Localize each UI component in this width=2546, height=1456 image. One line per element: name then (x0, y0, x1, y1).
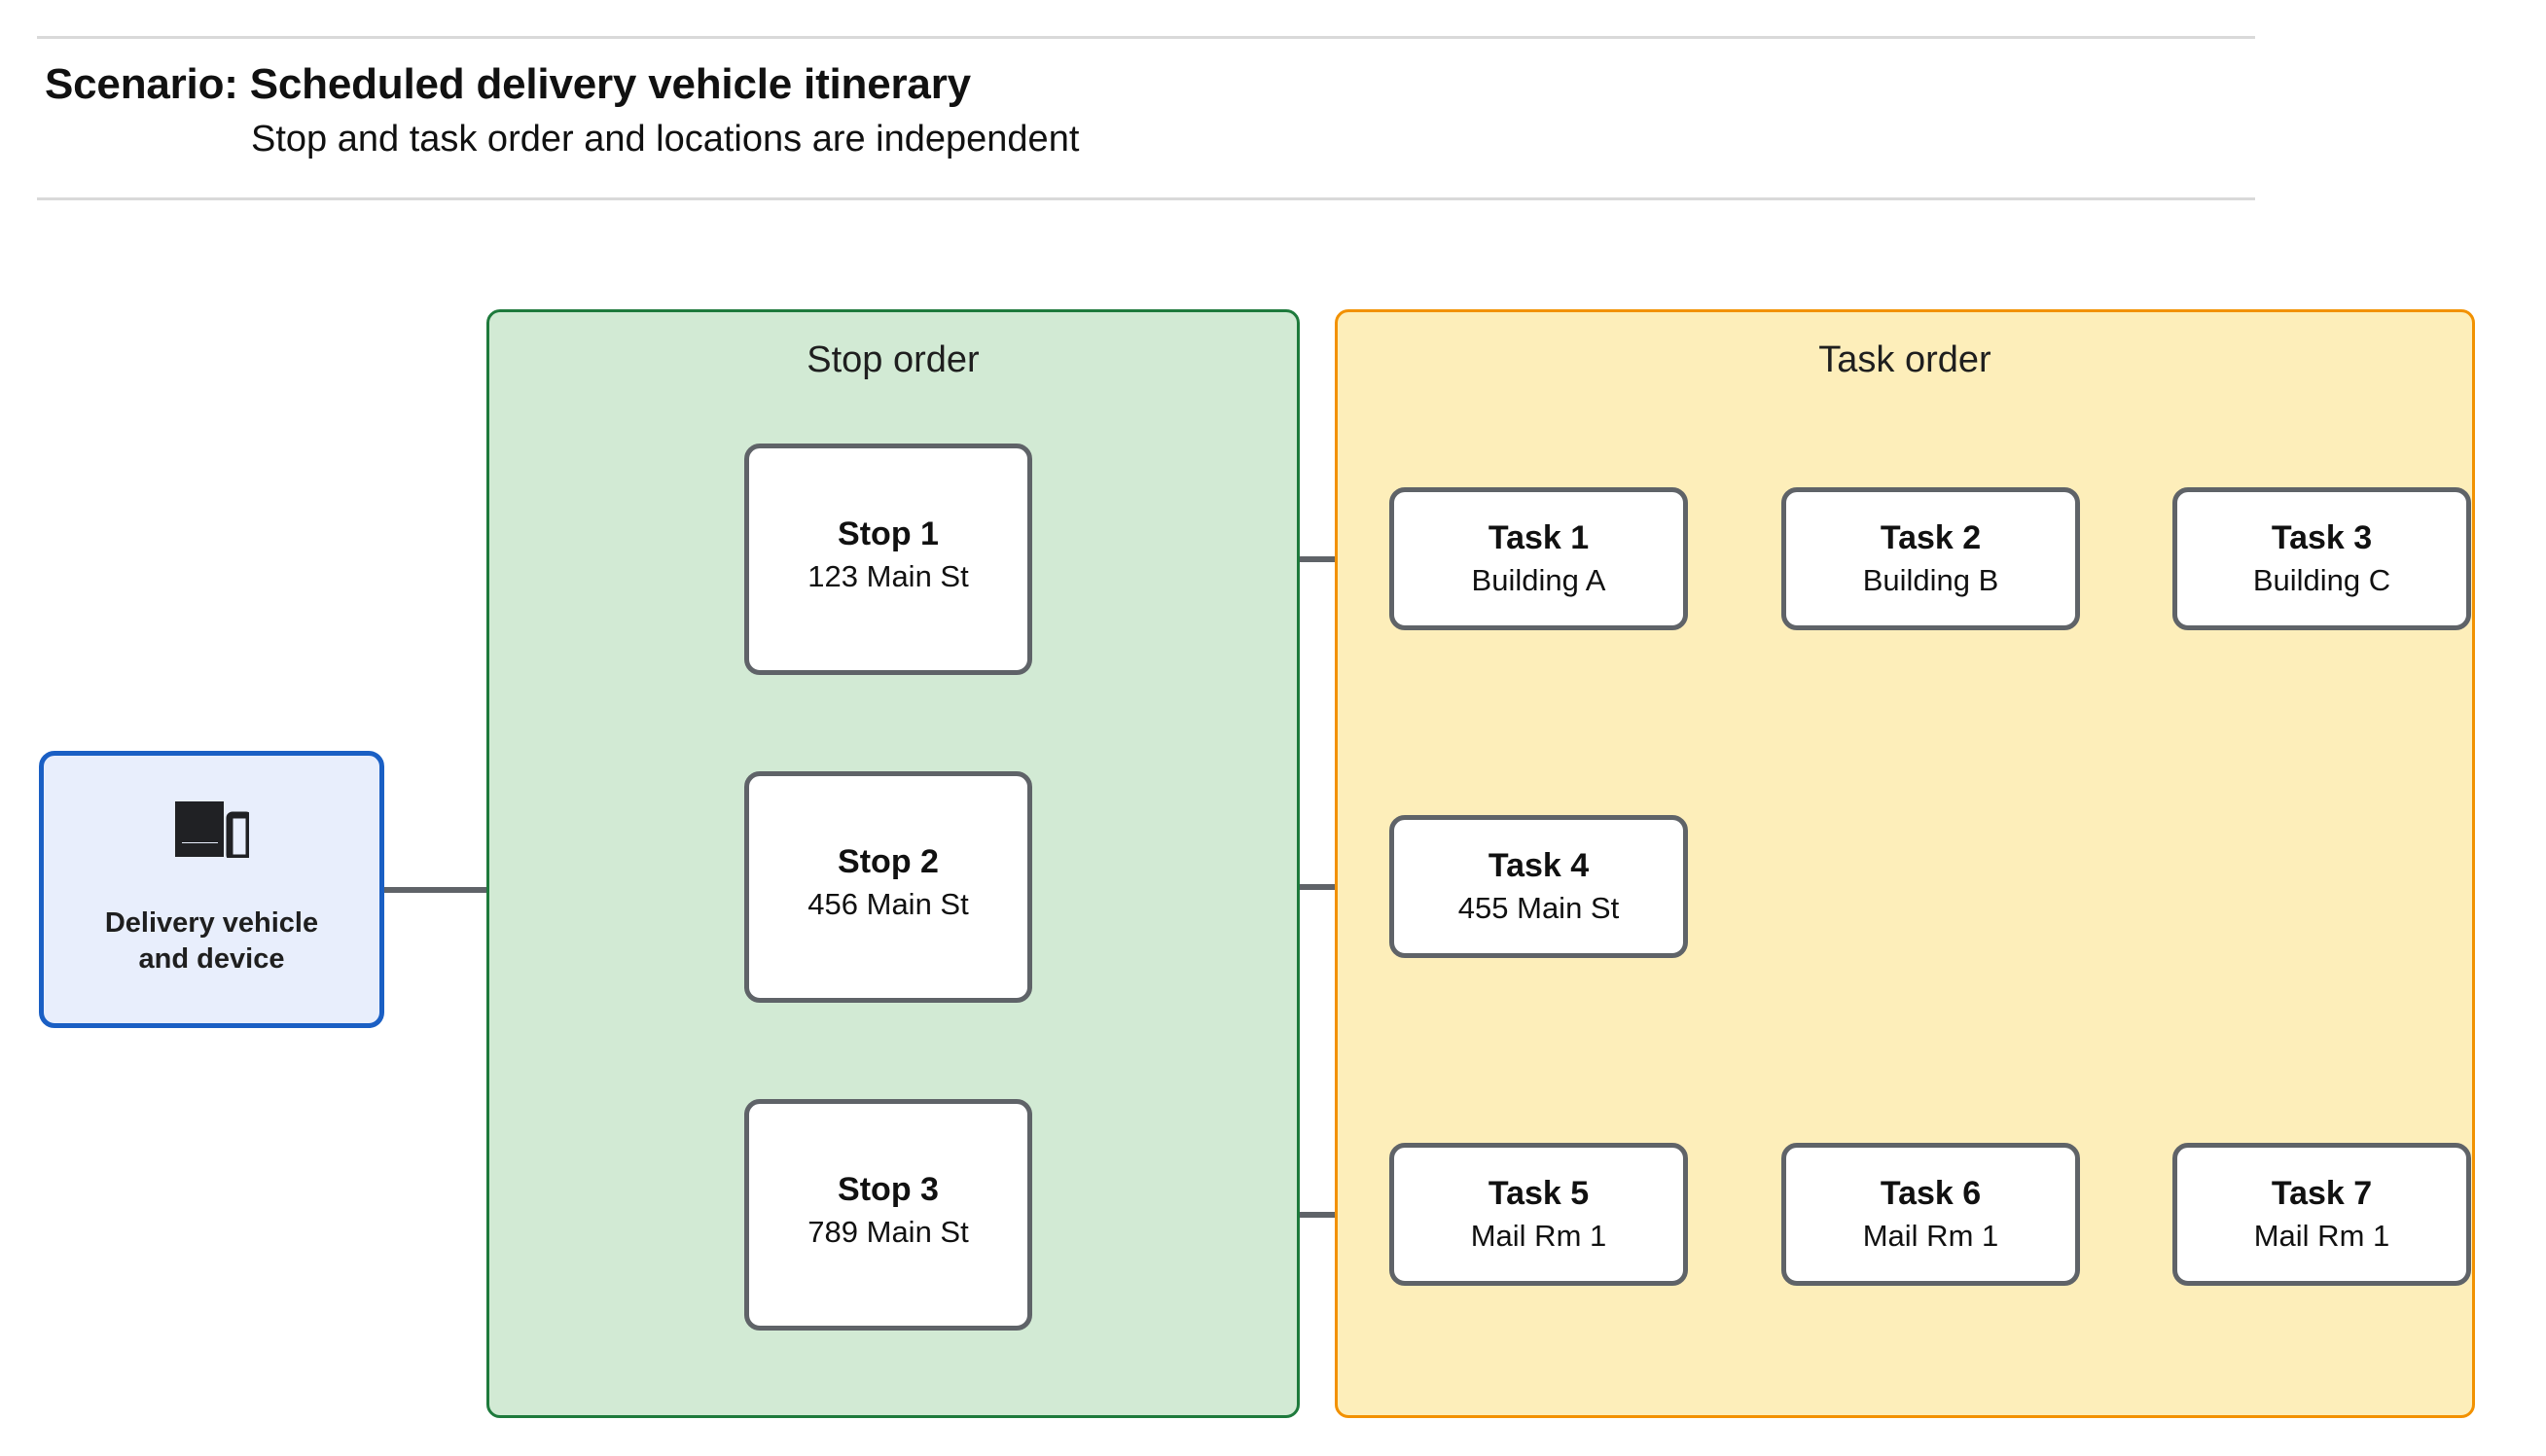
task-node-2-location: Building B (1862, 562, 1999, 597)
stop-node-2-title: Stop 2 (838, 843, 939, 881)
header-divider-top (37, 36, 2255, 39)
page-subtitle: Stop and task order and locations are in… (251, 119, 1080, 160)
task-node-7[interactable]: Task 7 Mail Rm 1 (2172, 1143, 2471, 1286)
stop-node-1-location: 123 Main St (807, 559, 969, 594)
task-node-4-title: Task 4 (1488, 846, 1590, 884)
stop-node-3[interactable]: Stop 3 789 Main St (744, 1099, 1032, 1331)
task-node-2-title: Task 2 (1880, 518, 1982, 556)
task-node-3-title: Task 3 (2271, 518, 2373, 556)
task-node-1-title: Task 1 (1488, 518, 1590, 556)
task-node-3[interactable]: Task 3 Building C (2172, 487, 2471, 630)
stop-order-panel-title: Stop order (807, 339, 980, 380)
device-label-line1: Delivery vehicle (104, 906, 319, 939)
stop-node-3-title: Stop 3 (838, 1171, 939, 1209)
device-label: Delivery vehicle and device (44, 906, 379, 977)
stop-node-2-location: 456 Main St (807, 887, 969, 922)
task-node-5-title: Task 5 (1488, 1174, 1590, 1212)
delivery-vehicle-and-device-node[interactable]: Delivery vehicle and device (39, 751, 384, 1028)
stop-node-1-title: Stop 1 (838, 515, 939, 553)
task-node-4[interactable]: Task 4 455 Main St (1389, 815, 1688, 958)
page-title: Scenario: Scheduled delivery vehicle iti… (45, 60, 971, 108)
task-node-6-location: Mail Rm 1 (1862, 1218, 1999, 1253)
device-label-line2: and device (138, 943, 285, 975)
devices-icon (174, 800, 252, 863)
task-node-7-title: Task 7 (2271, 1174, 2373, 1212)
task-node-1-location: Building A (1471, 562, 1606, 597)
task-order-panel-title: Task order (1818, 339, 1991, 380)
task-node-1[interactable]: Task 1 Building A (1389, 487, 1688, 630)
header-divider-bottom (37, 197, 2255, 200)
stop-node-2[interactable]: Stop 2 456 Main St (744, 771, 1032, 1003)
task-node-6[interactable]: Task 6 Mail Rm 1 (1781, 1143, 2080, 1286)
task-node-5-location: Mail Rm 1 (1470, 1218, 1607, 1253)
connector-device-to-trunk (384, 887, 556, 893)
task-node-6-title: Task 6 (1880, 1174, 1982, 1212)
task-node-2[interactable]: Task 2 Building B (1781, 487, 2080, 630)
stop-node-1[interactable]: Stop 1 123 Main St (744, 444, 1032, 675)
stop-node-3-location: 789 Main St (807, 1215, 969, 1250)
task-node-5[interactable]: Task 5 Mail Rm 1 (1389, 1143, 1688, 1286)
task-node-7-location: Mail Rm 1 (2253, 1218, 2390, 1253)
task-node-3-location: Building C (2252, 562, 2391, 597)
task-node-4-location: 455 Main St (1457, 890, 1620, 925)
